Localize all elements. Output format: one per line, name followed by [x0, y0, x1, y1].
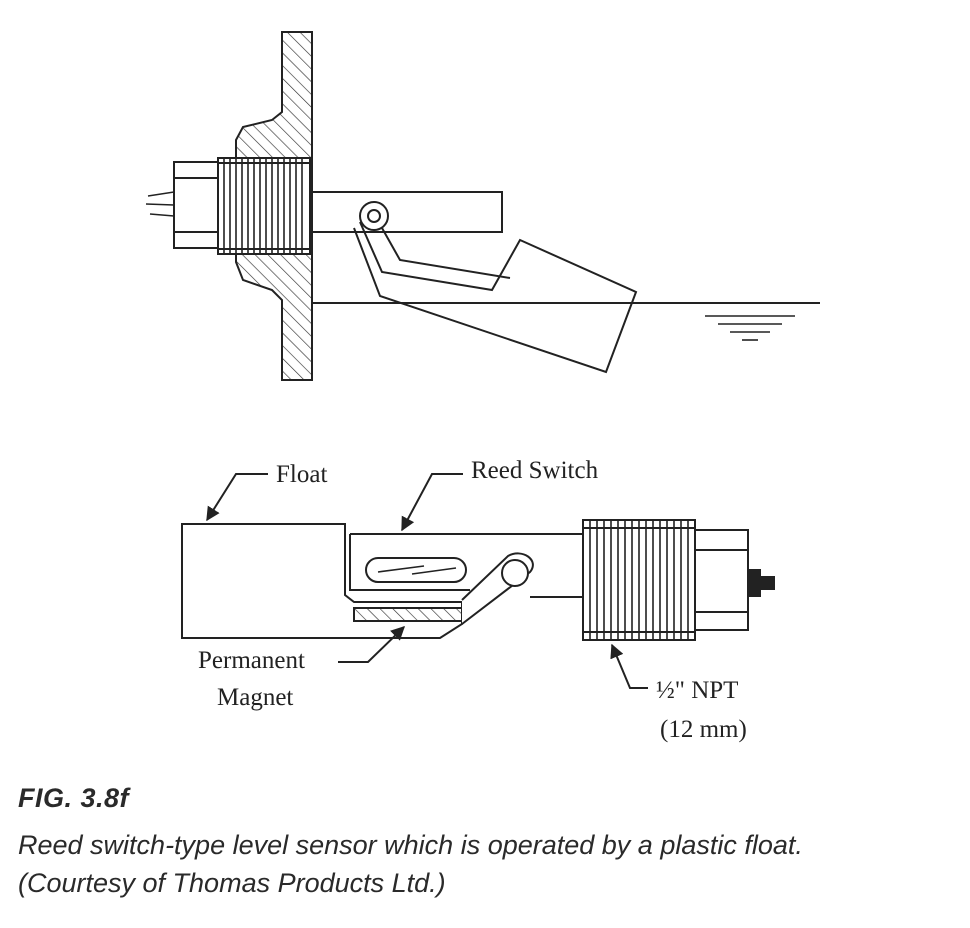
float-label: Float: [276, 461, 327, 488]
detail-view: [181, 473, 775, 689]
permanent-magnet: [353, 607, 465, 622]
magnet-label-line1: Permanent: [198, 647, 305, 674]
npt-label-line1: ½" NPT: [656, 677, 738, 704]
reed-switch-capsule: [365, 557, 467, 583]
caption-line-2: (Courtesy of Thomas Products Ltd.): [18, 868, 446, 898]
detail-pivot: [501, 559, 529, 587]
lead-wires: [145, 191, 175, 217]
figure-number: FIG. 3.8f: [18, 783, 130, 813]
float-leader: [206, 473, 268, 522]
pivot-arm: [353, 221, 638, 374]
detail-hex-body: [694, 529, 749, 631]
mounted-sensor-view: [145, 31, 820, 381]
detail-threaded-fitting: [582, 519, 696, 641]
pivot-pin: [367, 209, 381, 223]
figure-caption: Reed switch-type level sensor which is o…: [18, 826, 958, 902]
npt-leader: [610, 643, 648, 689]
reed-switch-leader: [401, 473, 463, 532]
caption-line-1: Reed switch-type level sensor which is o…: [18, 830, 803, 860]
pivot-outer: [359, 201, 389, 231]
hex-body: [173, 161, 219, 249]
reed-housing: [349, 533, 585, 598]
threaded-fitting: [217, 157, 311, 255]
magnet-leader: [338, 626, 406, 663]
reed-contacts: [377, 565, 457, 575]
npt-label-line2: (12 mm): [660, 716, 747, 743]
level-sensor-diagram: Float Reed Switch Permanent Magnet ½" NP…: [145, 31, 820, 743]
housing-tube: [312, 191, 503, 233]
magnet-label-line2: Magnet: [217, 684, 293, 711]
reed-switch-label: Reed Switch: [471, 457, 599, 484]
water-level-symbol: [705, 315, 795, 341]
wire-stub: [747, 569, 761, 597]
